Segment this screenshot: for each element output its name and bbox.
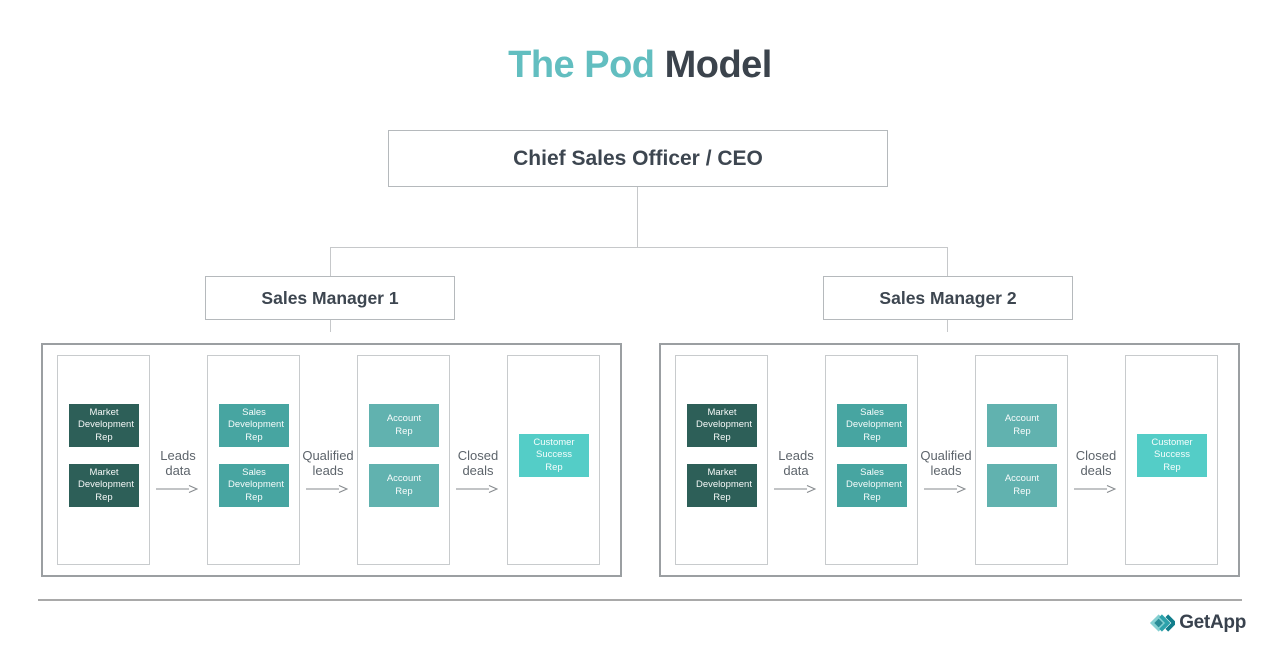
rep-card-customer-success: Customer Success Rep bbox=[1137, 434, 1207, 477]
rep-card-label: Account Rep bbox=[1004, 412, 1040, 437]
flow-closed-deals: Closed deals bbox=[449, 448, 507, 499]
flow-label: Leads data bbox=[160, 448, 196, 478]
title-accent: The Pod bbox=[508, 44, 655, 86]
flow-label: Leads data bbox=[778, 448, 814, 478]
right-arrow-icon bbox=[924, 485, 967, 493]
right-arrow-icon bbox=[306, 485, 349, 493]
rep-card-label: Account Rep bbox=[386, 472, 422, 497]
node-label: Sales Manager 1 bbox=[261, 287, 399, 308]
flow-label: Qualified leads bbox=[302, 448, 354, 478]
right-arrow-icon bbox=[456, 485, 499, 493]
connector-manager2-to-pod bbox=[947, 320, 948, 332]
connector-manager1-to-pod bbox=[330, 320, 331, 332]
pod1-column-customer-success: Customer Success Rep bbox=[507, 355, 600, 565]
pod1-column-sales-development: Sales Development Rep Sales Development … bbox=[207, 355, 300, 565]
rep-card-account: Account Rep bbox=[987, 404, 1057, 447]
rep-card-market-development: Market Development Rep bbox=[687, 464, 757, 507]
rep-card-label: Market Development Rep bbox=[78, 466, 134, 503]
pod-1: Market Development Rep Market Developmen… bbox=[41, 343, 622, 577]
title-rest: Model bbox=[664, 44, 773, 86]
rep-card-market-development: Market Development Rep bbox=[69, 404, 139, 447]
rep-card-sales-development: Sales Development Rep bbox=[219, 404, 289, 447]
rep-card-label: Sales Development Rep bbox=[846, 406, 902, 443]
rep-card-customer-success: Customer Success Rep bbox=[519, 434, 589, 477]
flow-leads-data: Leads data bbox=[149, 448, 207, 499]
page-title: The Pod Model bbox=[0, 44, 1280, 87]
rep-card-market-development: Market Development Rep bbox=[69, 464, 139, 507]
node-chief-sales-officer: Chief Sales Officer / CEO bbox=[388, 130, 888, 187]
pod2-column-market-development: Market Development Rep Market Developmen… bbox=[675, 355, 768, 565]
right-arrow-icon bbox=[774, 485, 817, 493]
flow-label: Closed deals bbox=[457, 448, 499, 478]
pod2-column-customer-success: Customer Success Rep bbox=[1125, 355, 1218, 565]
rep-card-label: Customer Success Rep bbox=[1151, 436, 1193, 473]
pod1-column-account: Account Rep Account Rep bbox=[357, 355, 450, 565]
rep-card-sales-development: Sales Development Rep bbox=[837, 464, 907, 507]
pod2-column-sales-development: Sales Development Rep Sales Development … bbox=[825, 355, 918, 565]
rep-card-label: Customer Success Rep bbox=[533, 436, 575, 473]
flow-leads-data: Leads data bbox=[767, 448, 825, 499]
rep-card-label: Market Development Rep bbox=[78, 406, 134, 443]
flow-label: Qualified leads bbox=[920, 448, 972, 478]
brand-logo: GetApp bbox=[1149, 612, 1246, 634]
right-arrow-icon bbox=[156, 485, 199, 493]
node-label: Chief Sales Officer / CEO bbox=[513, 146, 763, 170]
rep-card-sales-development: Sales Development Rep bbox=[837, 404, 907, 447]
rep-card-label: Sales Development Rep bbox=[846, 466, 902, 503]
rep-card-label: Market Development Rep bbox=[696, 406, 752, 443]
rep-card-label: Sales Development Rep bbox=[228, 466, 284, 503]
pod1-column-market-development: Market Development Rep Market Developmen… bbox=[57, 355, 150, 565]
flow-qualified-leads: Qualified leads bbox=[917, 448, 975, 499]
node-label: Sales Manager 2 bbox=[879, 287, 1017, 308]
rep-card-account: Account Rep bbox=[987, 464, 1057, 507]
rep-card-market-development: Market Development Rep bbox=[687, 404, 757, 447]
flow-label: Closed deals bbox=[1075, 448, 1117, 478]
node-sales-manager-1: Sales Manager 1 bbox=[205, 276, 455, 320]
rep-card-label: Sales Development Rep bbox=[228, 406, 284, 443]
connector-horizontal bbox=[330, 247, 948, 248]
pod2-column-account: Account Rep Account Rep bbox=[975, 355, 1068, 565]
footer-divider bbox=[38, 599, 1242, 601]
rep-card-sales-development: Sales Development Rep bbox=[219, 464, 289, 507]
connector-to-manager-2 bbox=[947, 247, 948, 276]
rep-card-label: Account Rep bbox=[1004, 472, 1040, 497]
rep-card-label: Account Rep bbox=[386, 412, 422, 437]
connector-to-manager-1 bbox=[330, 247, 331, 276]
right-arrow-icon bbox=[1074, 485, 1117, 493]
rep-card-account: Account Rep bbox=[369, 464, 439, 507]
rep-card-label: Market Development Rep bbox=[696, 466, 752, 503]
connector-ceo-down bbox=[637, 187, 638, 247]
getapp-chevrons-icon bbox=[1150, 614, 1176, 632]
flow-closed-deals: Closed deals bbox=[1067, 448, 1125, 499]
rep-card-account: Account Rep bbox=[369, 404, 439, 447]
node-sales-manager-2: Sales Manager 2 bbox=[823, 276, 1073, 320]
brand-name: GetApp bbox=[1179, 612, 1246, 633]
pod-2: Market Development Rep Market Developmen… bbox=[659, 343, 1240, 577]
flow-qualified-leads: Qualified leads bbox=[299, 448, 357, 499]
